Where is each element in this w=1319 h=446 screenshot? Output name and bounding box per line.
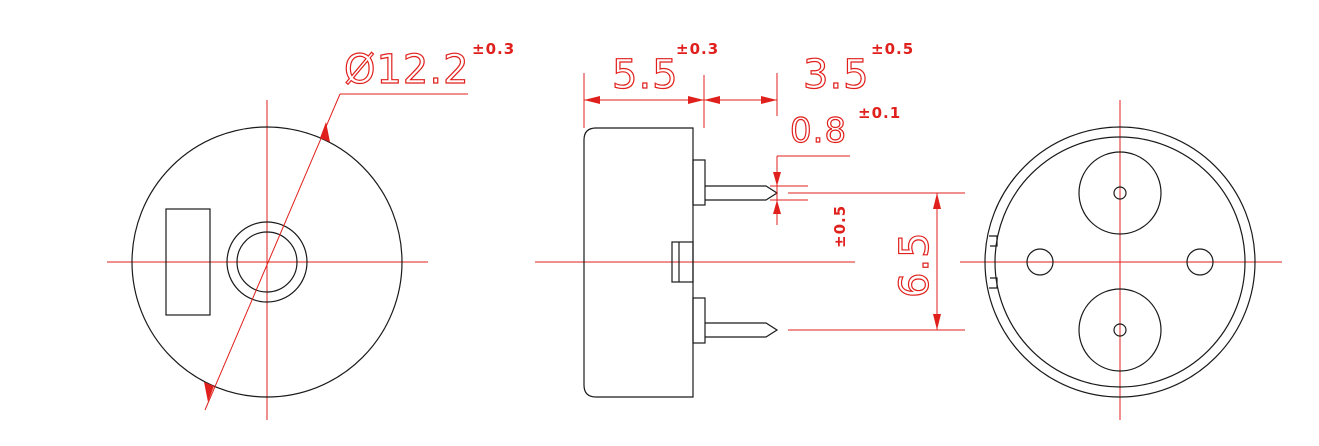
back-upper-pin-hole	[1113, 186, 1127, 200]
back-view	[960, 100, 1282, 420]
pin-spacing-arrow-bottom	[933, 314, 941, 330]
side-view	[535, 73, 965, 398]
side-body-outline	[583, 127, 694, 398]
pin-length-arrow-left	[704, 96, 720, 104]
body-depth-arrow-right	[688, 96, 704, 104]
back-notch-lower	[989, 277, 998, 289]
side-upper-pin	[705, 185, 779, 201]
back-notch-upper	[989, 235, 998, 247]
pin-width-tolerance: ±0.1	[858, 104, 901, 122]
pin-width-arrow-top	[773, 172, 781, 186]
back-upper-pin-pad	[1078, 151, 1162, 235]
front-sound-hole-inner	[236, 231, 298, 293]
pin-spacing-arrow-top	[933, 193, 941, 209]
side-lower-pin-holder	[692, 297, 706, 344]
side-center-tab	[671, 241, 694, 283]
diameter-arrow-bottom	[204, 382, 214, 402]
diameter-arrow-top	[320, 122, 330, 142]
body-depth-value: 5.5	[612, 52, 679, 98]
diameter-value: Ø12.2	[344, 47, 470, 93]
front-label-rectangle	[165, 208, 211, 316]
back-left-boss	[1026, 248, 1054, 276]
front-view	[107, 93, 468, 420]
side-upper-pin-holder	[692, 159, 706, 206]
front-body-outline	[131, 126, 403, 398]
front-sound-hole-outer	[226, 221, 308, 303]
back-lower-pin-hole	[1113, 323, 1127, 337]
back-lower-pin-pad	[1078, 288, 1162, 372]
body-depth-arrow-left	[584, 96, 600, 104]
pin-spacing-value: 6.5	[892, 231, 938, 298]
side-lower-pin	[705, 322, 779, 338]
pin-width-value: 0.8	[790, 111, 847, 151]
back-body-inner-outline	[994, 136, 1246, 388]
diameter-leader-line	[204, 93, 341, 411]
body-depth-tolerance: ±0.3	[676, 40, 719, 58]
pin-length-value: 3.5	[803, 52, 870, 98]
pin-length-tolerance: ±0.5	[871, 40, 914, 58]
pin-thickness-tolerance: ±0.5	[831, 205, 849, 248]
back-right-boss	[1186, 248, 1214, 276]
diameter-tolerance: ±0.3	[472, 40, 515, 58]
back-body-outer-outline	[984, 126, 1256, 398]
pin-width-arrow-bottom	[773, 200, 781, 214]
pin-length-arrow-right	[761, 96, 777, 104]
